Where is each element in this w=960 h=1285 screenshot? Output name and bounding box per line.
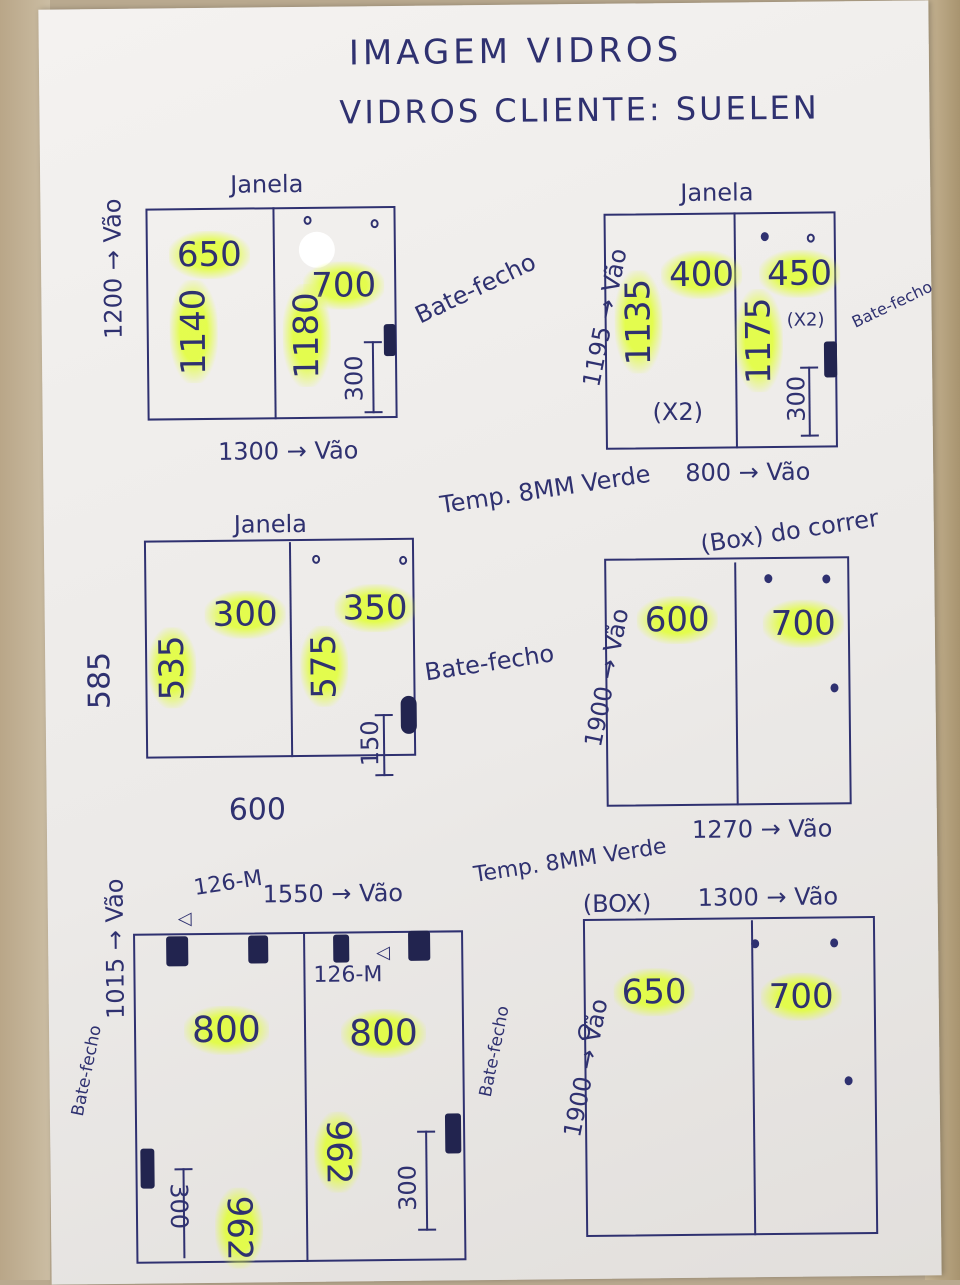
panel-width: 700 (762, 599, 844, 649)
box-frame (604, 556, 852, 807)
paper-sheet: IMAGEM VIDROS VIDROS CLIENTE: SUELEN Jan… (38, 0, 942, 1285)
drawing-label: (Box) do correr (698, 503, 881, 559)
drawing-window-2: Janela 400 1135 (X2) 450 1175 (X2) 300 B… (38, 0, 935, 487)
height-vao: 585 (82, 651, 118, 710)
lock-label: Bate-fecho (475, 1004, 514, 1099)
panel-qty: (X2) (786, 309, 825, 331)
panel-width: 400 (660, 250, 743, 300)
panel-width: 650 (168, 230, 251, 280)
drawing-label: Janela (230, 169, 304, 199)
drawing-label: Janela (680, 178, 754, 207)
drawing-box-2: (BOX) 1300 → Vão 650 700 1900 → Vão (38, 0, 928, 1238)
drawing-window-3: Janela 300 535 350 575 150 Bate-fecho 58… (38, 0, 928, 828)
measure-tick (417, 1130, 436, 1133)
lock-label: Bate-fecho (848, 276, 936, 332)
hole-marker (370, 219, 379, 229)
lock-label: Bate-fecho (67, 1023, 106, 1118)
panel-height: 1175 (734, 289, 784, 393)
hardware-block (166, 936, 189, 967)
hole-marker (303, 215, 312, 225)
hole-marker (830, 683, 839, 693)
hole-marker (822, 574, 831, 584)
panel-height: 575 (299, 625, 349, 707)
hole-marker (830, 938, 839, 948)
lock-block (400, 695, 417, 734)
measure-tick (363, 341, 382, 344)
lock-label: Bate-fecho (422, 639, 556, 687)
width-vao: 1300 → Vão (697, 882, 839, 912)
measure-tick (375, 774, 394, 777)
lock-block (140, 1148, 155, 1189)
title-line-1: IMAGEM VIDROS (348, 29, 683, 74)
hole-marker (764, 574, 773, 584)
hole-marker (751, 939, 760, 949)
panel-qty: (X2) (652, 397, 704, 427)
width-vao: 1270 → Vão (691, 814, 833, 844)
measure-tick (418, 1228, 437, 1231)
lock-block (444, 1113, 462, 1154)
hardware-block (333, 934, 350, 963)
width-vao: 600 (228, 792, 287, 828)
measure-tick (374, 714, 393, 717)
lock-height: 300 (393, 1164, 422, 1212)
panel-height: 962 (313, 1111, 363, 1193)
panel-width: 800 (340, 1008, 427, 1059)
hardware-block (408, 930, 431, 961)
measure-tick (800, 434, 819, 437)
width-vao: 1300 → Vão (217, 436, 359, 466)
drawing-label: (BOX) (582, 889, 652, 919)
hole-marker (399, 555, 408, 565)
height-vao: 1200 → Vão (98, 198, 128, 340)
panel-width: 700 (760, 972, 842, 1022)
panel-width: 800 (183, 1005, 270, 1056)
hole-marker (806, 233, 815, 243)
drawing-window-1: Janela 650 1140 700 1180 300 Bate-fecho … (38, 0, 928, 466)
box-frame (582, 915, 879, 1238)
measure-tick (364, 411, 383, 414)
glass-spec-note: Temp. 8MM Verde (472, 834, 669, 888)
height-vao: 1015 → Vão (100, 878, 130, 1020)
width-vao: 1550 → Vão (262, 878, 404, 909)
hardware-label: 126-M (192, 865, 265, 901)
panel-width: 600 (636, 595, 718, 645)
measure-tick (174, 1168, 193, 1171)
glass-spec-note: Temp. 8MM Verde (438, 459, 653, 520)
panel-height: 1135 (614, 270, 664, 374)
hardware-block (248, 935, 269, 964)
drawing-box-1: (Box) do correr 600 700 1900 → Vão 1270 … (38, 0, 928, 844)
lock-block (383, 323, 396, 357)
panel-height: 1140 (169, 280, 219, 384)
panel-height: 1180 (282, 284, 332, 388)
panel-height: 535 (147, 627, 197, 709)
panel-width: 650 (613, 967, 695, 1017)
lock-height: 300 (164, 1183, 194, 1230)
lock-height: 300 (782, 375, 811, 422)
hole-marker (312, 554, 321, 564)
drawing-label: Janela (233, 509, 308, 539)
lock-height: 150 (355, 720, 385, 767)
panel-width: 450 (758, 249, 841, 299)
hole-marker (844, 1076, 853, 1086)
lock-label: Bate-fecho (410, 247, 541, 330)
drawing-window-4: 1015 → Vão 1550 → Vão 126-M 126-M ◁ ◁ 80… (38, 0, 928, 1269)
hole-marker (760, 232, 769, 242)
width-vao: 800 → Vão (685, 457, 811, 487)
title-line-2: VIDROS CLIENTE: SUELEN (339, 88, 820, 132)
arrow-icon: ◁ (177, 908, 192, 930)
lock-height: 300 (339, 355, 369, 402)
lock-block (823, 341, 838, 378)
panel-width: 350 (334, 583, 416, 633)
panel-height: 962 (214, 1187, 264, 1269)
measure-tick (800, 366, 819, 369)
panel-width: 300 (204, 590, 286, 639)
